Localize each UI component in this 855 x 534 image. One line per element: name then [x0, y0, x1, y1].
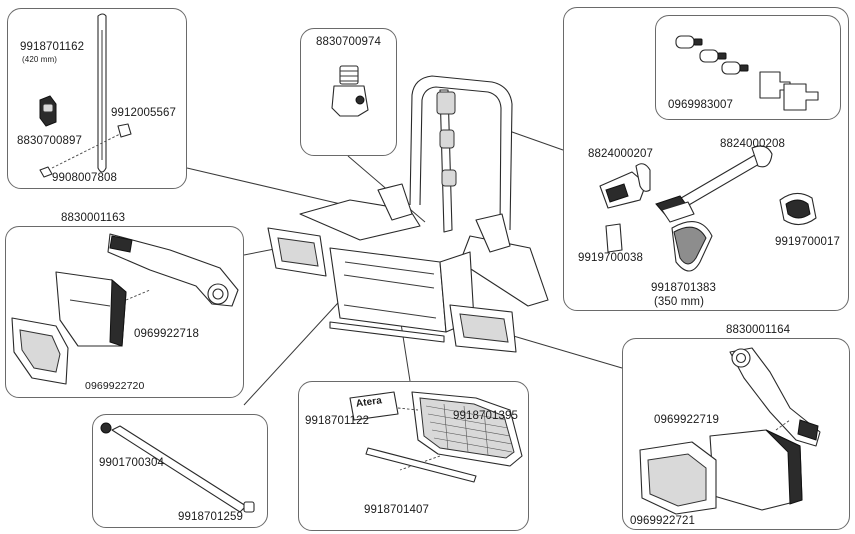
right-light-parts	[639, 347, 821, 515]
part-label-9919700017: 9919700017	[775, 236, 840, 248]
tube-parts	[100, 422, 255, 513]
part-label-0969922720: 0969922720	[85, 380, 145, 392]
part-label-0969922721: 0969922721	[630, 515, 695, 527]
left-light-parts	[11, 233, 239, 385]
plate-parts	[349, 391, 523, 483]
part-label-9918701162: 9918701162	[20, 41, 85, 53]
part-label-9919700038: 9919700038	[578, 252, 643, 264]
part-label-9908007808: 9908007808	[52, 172, 117, 184]
leader-lines	[186, 119, 623, 406]
part-label-8830001164: 8830001164	[726, 324, 791, 336]
part-label-9918701407: 9918701407	[364, 504, 429, 516]
callout-strap-box	[7, 8, 187, 189]
part-label-8830001163: 8830001163	[61, 212, 126, 224]
part-label-9901700304: 9901700304	[99, 457, 164, 469]
plate-holder-grid	[425, 403, 513, 456]
part-label-9918701383: 9918701383	[651, 282, 716, 294]
arm-parts	[599, 145, 817, 272]
part-label-8824000207: 8824000207	[588, 148, 653, 160]
part-label-8830700974: 8830700974	[316, 36, 381, 48]
part-label-0969922718: 0969922718	[134, 328, 199, 340]
part-label-9918701259: 9918701259	[178, 511, 243, 523]
part-label-0969983007: 0969983007	[668, 99, 733, 111]
part-label-9912005567: 9912005567	[111, 107, 176, 119]
part-length-9918701383: (350 mm)	[654, 296, 705, 308]
part-label-9918701395: 9918701395	[453, 410, 518, 422]
part-label-0969922719: 0969922719	[654, 414, 719, 426]
lock-cylinders-and-keys	[675, 35, 819, 111]
part-label-8830700897: 8830700897	[17, 135, 82, 147]
strap-parts	[39, 13, 132, 178]
bike-carrier-illustration	[267, 75, 549, 353]
part-label-8824000208: 8824000208	[720, 138, 785, 150]
lock-part	[331, 65, 369, 117]
part-length-9918701162: (420 mm)	[22, 55, 58, 64]
part-label-9918701122: 9918701122	[305, 415, 370, 427]
